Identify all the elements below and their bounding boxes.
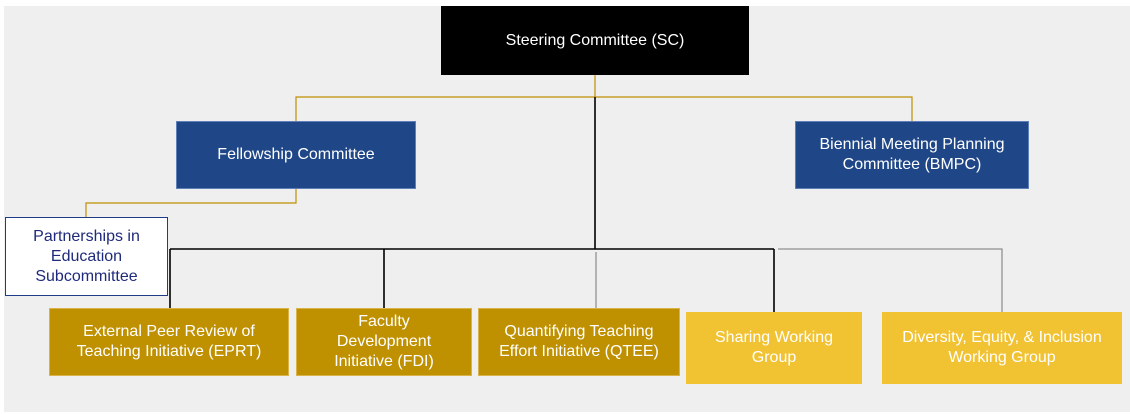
connector-fellowship-partnerships xyxy=(85,189,297,218)
qtee-box: Quantifying Teaching Effort Initiative (… xyxy=(478,308,680,376)
dei-working-group-box: Diversity, Equity, & Inclusion Working G… xyxy=(882,312,1122,384)
bmpc-box: Biennial Meeting Planning Committee (BMP… xyxy=(795,121,1029,189)
steering-committee-box: Steering Committee (SC) xyxy=(441,6,749,75)
sharing-working-group-box: Sharing Working Group xyxy=(686,312,862,384)
dei-working-group-label: Diversity, Equity, & Inclusion Working G… xyxy=(902,329,1102,366)
qtee-label: Quantifying Teaching Effort Initiative (… xyxy=(499,323,659,360)
sharing-working-group-label: Sharing Working Group xyxy=(715,329,833,366)
fellowship-committee-box: Fellowship Committee xyxy=(176,121,416,189)
connector-dei xyxy=(778,248,1003,312)
eprt-label: External Peer Review of Teaching Initiat… xyxy=(76,323,262,360)
fdi-box: Faculty Development Initiative (FDI) xyxy=(296,308,472,376)
eprt-box: External Peer Review of Teaching Initiat… xyxy=(49,308,289,376)
steering-committee-label: Steering Committee (SC) xyxy=(505,31,685,49)
bmpc-label: Biennial Meeting Planning Committee (BMP… xyxy=(819,136,1005,173)
partnerships-subcommittee-box: Partnerships in Education Subcommittee xyxy=(5,217,168,296)
partnerships-subcommittee-label: Partnerships in Education Subcommittee xyxy=(33,227,140,285)
fdi-label: Faculty Development Initiative (FDI) xyxy=(334,313,434,370)
fellowship-committee-label: Fellowship Committee xyxy=(217,146,375,163)
connector-sc-committees xyxy=(295,96,913,121)
